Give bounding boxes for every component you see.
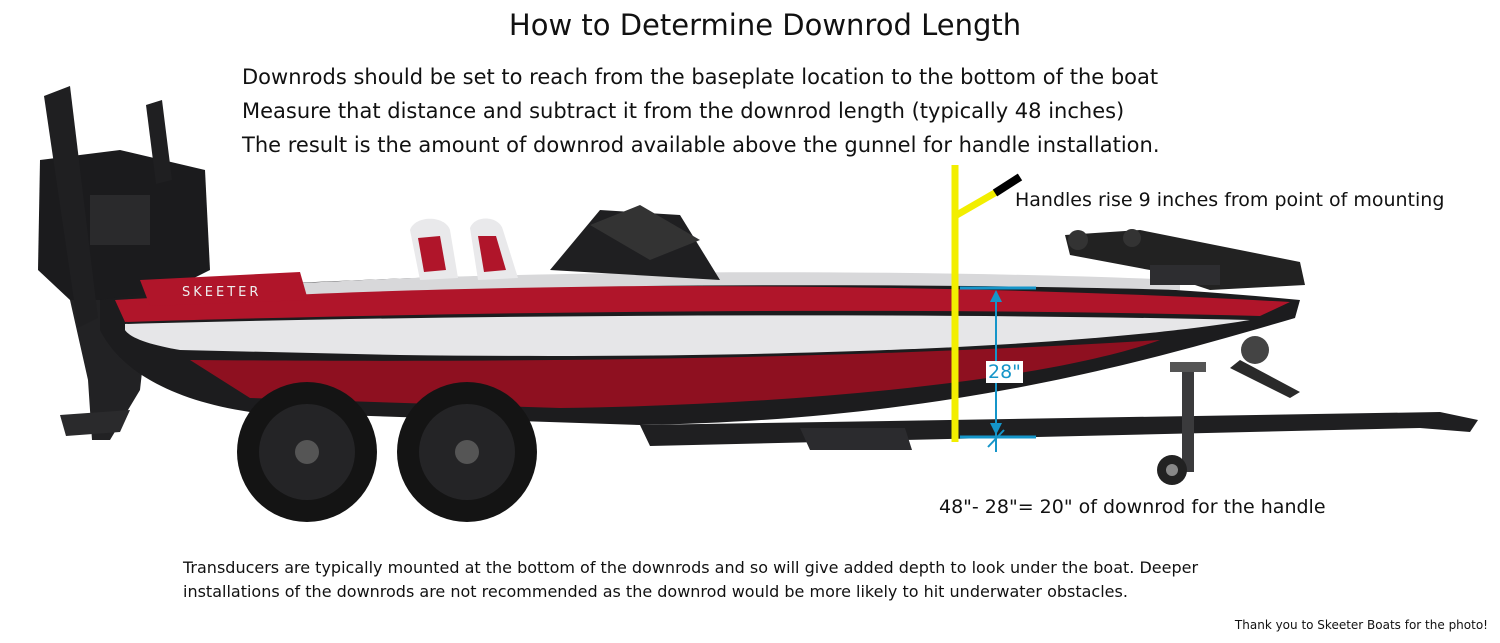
trailer	[640, 336, 1478, 485]
diagram-title: How to Determine Downrod Length	[508, 8, 1022, 42]
intro-line-3: The result is the amount of downrod avai…	[242, 133, 1160, 157]
handle-rise-callout: Handles rise 9 inches from point of moun…	[1015, 189, 1445, 211]
hull-brand: SKEETER	[182, 285, 261, 300]
result-callout: 48"- 28"= 20" of downrod for the handle	[939, 496, 1326, 518]
intro-line-2: Measure that distance and subtract it fr…	[242, 99, 1125, 123]
handle-grip	[992, 173, 1023, 197]
deck-equipment	[410, 205, 720, 280]
power-poles	[44, 86, 172, 328]
footer-note: Transducers are typically mounted at the…	[183, 556, 1303, 604]
footer-line-1: Transducers are typically mounted at the…	[183, 558, 1199, 577]
measurement-label: 28"	[986, 361, 1023, 383]
photo-credit: Thank you to Skeeter Boats for the photo…	[1234, 618, 1488, 632]
intro-line-1: Downrods should be set to reach from the…	[242, 65, 1159, 89]
intro-text: Downrods should be set to reach from the…	[242, 60, 1160, 162]
trailer-wheels	[237, 382, 537, 522]
footer-line-2: installations of the downrods are not re…	[183, 582, 1128, 601]
trolling-motor	[1065, 229, 1305, 290]
downrod	[951, 165, 1023, 442]
